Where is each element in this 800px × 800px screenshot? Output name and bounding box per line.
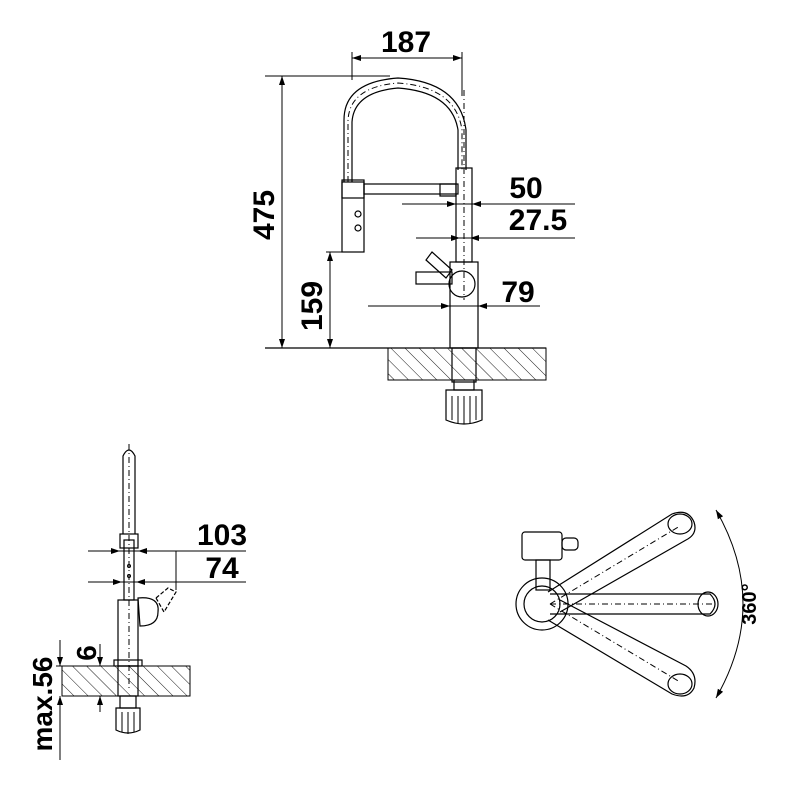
side-spring-arch (343, 77, 467, 182)
side-mounting-nut (445, 389, 483, 425)
dim-front-body: 74 (205, 552, 239, 585)
dim-deck-max: max.56 (27, 657, 58, 752)
dim-total-height: 475 (248, 190, 281, 240)
front-faucet-body (117, 599, 139, 667)
top-arm-lower (547, 599, 696, 697)
side-countertop (387, 347, 547, 381)
top-view: 360° (515, 509, 761, 699)
dim-spray-diameter: 27.5 (509, 204, 567, 237)
top-rotation-arc (715, 509, 744, 699)
dim-spray-offset: 50 (509, 172, 542, 205)
dim-front-reach: 103 (197, 519, 247, 552)
top-arm-upper (547, 511, 696, 613)
top-handle-block (521, 531, 563, 561)
dim-side-width: 187 (381, 26, 431, 59)
side-lever (425, 251, 453, 279)
side-spray-head (341, 179, 365, 253)
front-countertop (61, 665, 191, 697)
front-view: 103 74 6 max.56 (27, 444, 247, 760)
dim-rotation: 360° (739, 583, 761, 624)
side-body-joint (448, 270, 476, 298)
dim-body-diameter: 79 (501, 276, 534, 309)
front-mounting-nut (115, 707, 141, 734)
top-arm-middle (550, 593, 716, 615)
side-view: 187 475 159 50 27.5 79 (248, 26, 575, 425)
dim-deck-min: 6 (71, 645, 102, 661)
dim-spout-height: 159 (296, 281, 329, 331)
